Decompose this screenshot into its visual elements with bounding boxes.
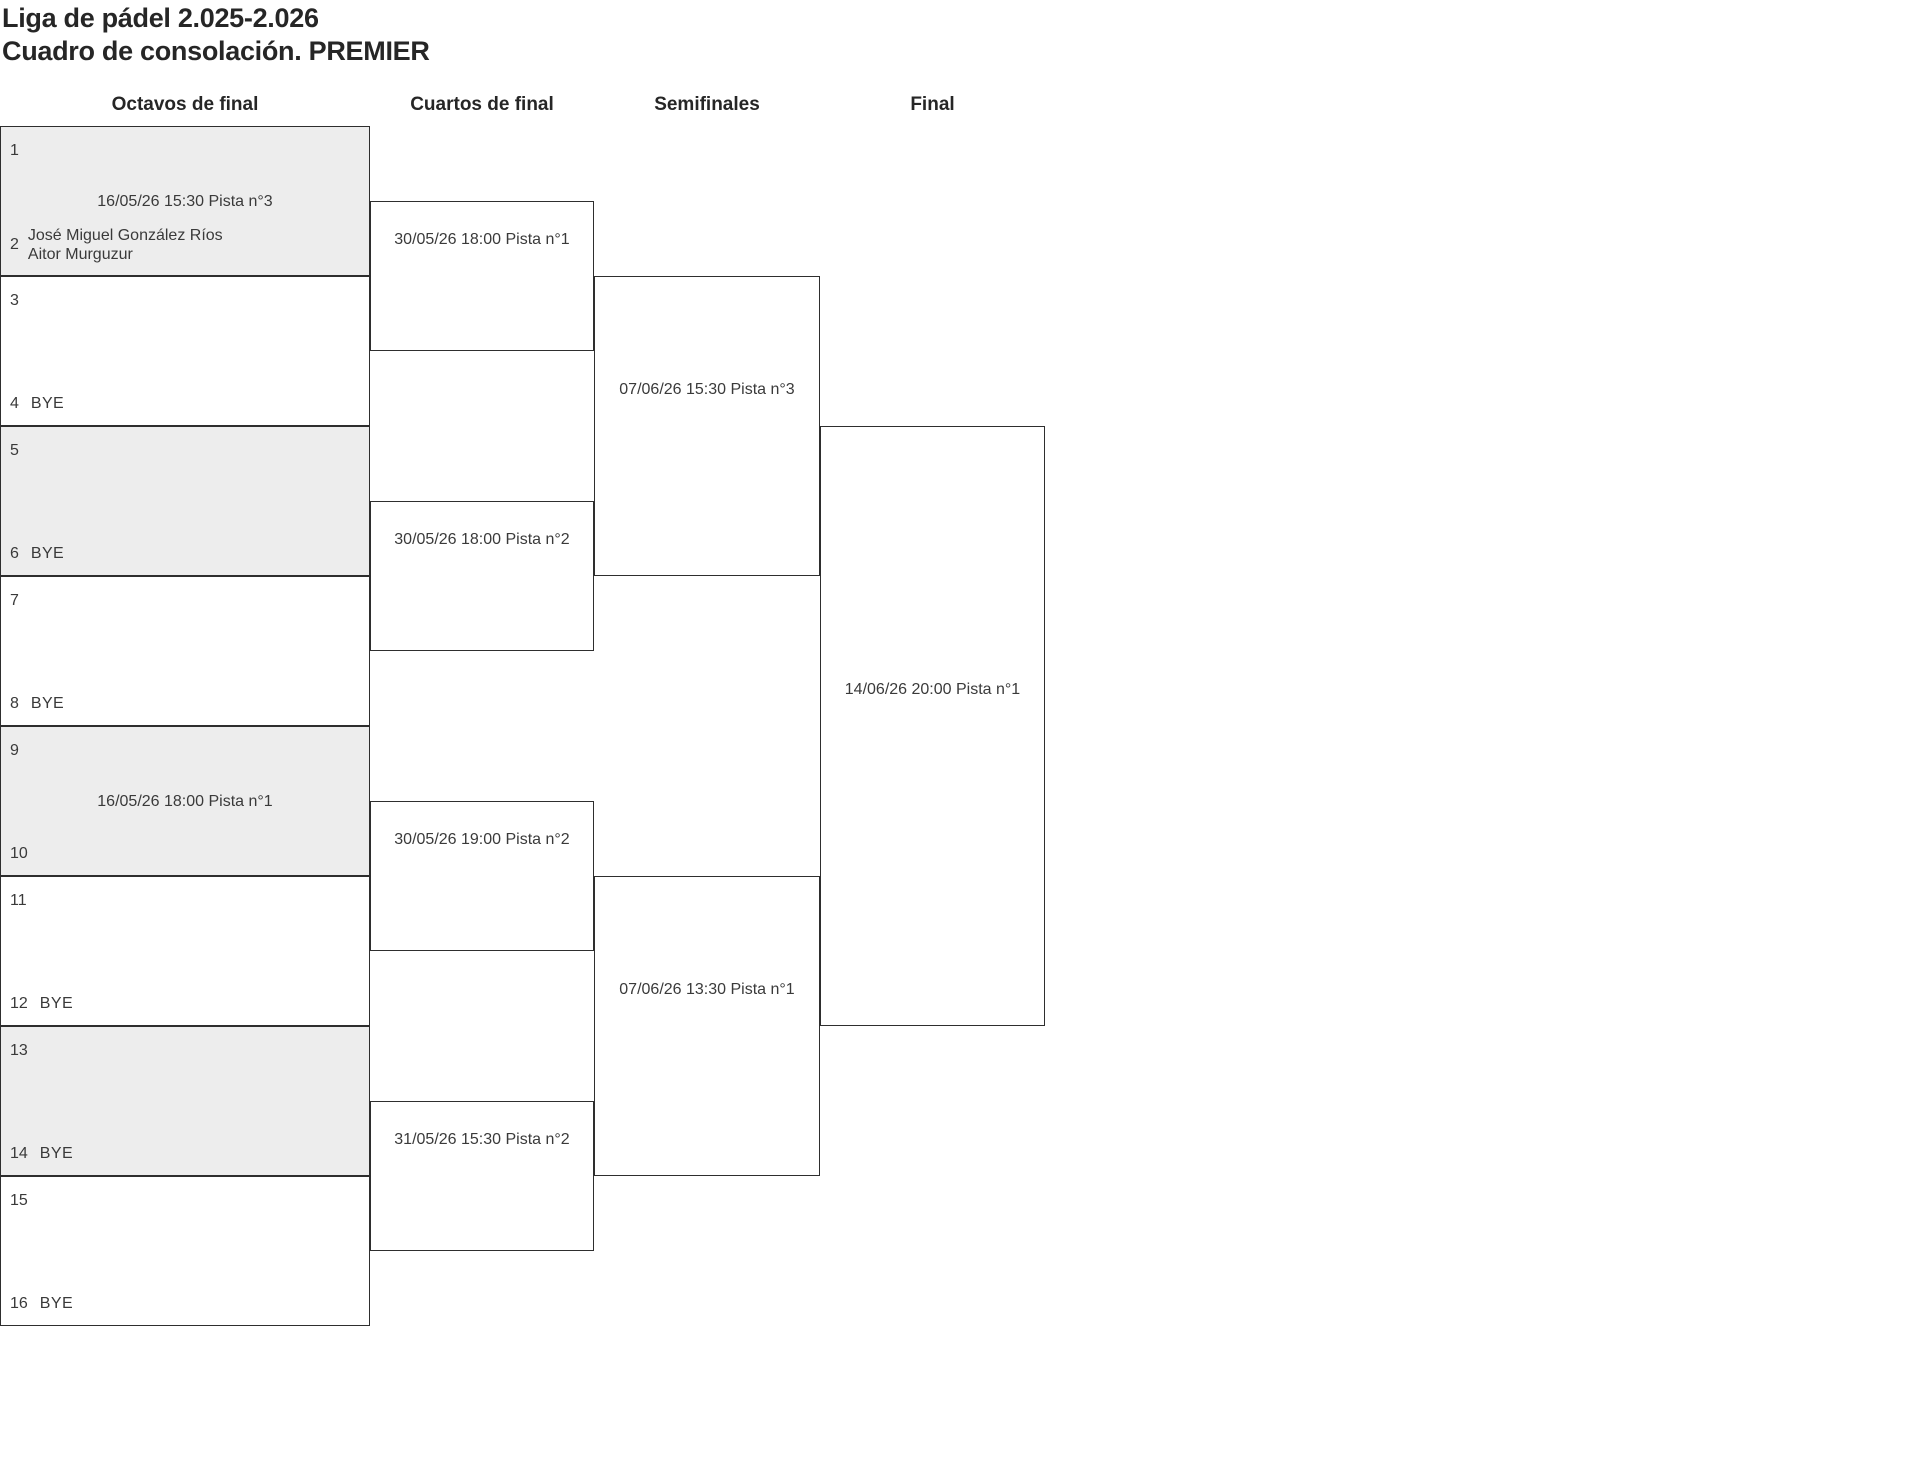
seed-number: 15: [10, 1192, 28, 1209]
column-header-semifinals: Semifinales: [654, 94, 760, 115]
match-box-r16-6: 11 12 BYE: [0, 876, 370, 1026]
match-box-final: 14/06/26 20:00 Pista n°1: [820, 426, 1045, 1026]
bye-label: BYE: [30, 695, 65, 712]
match-box-r16-1: 1 16/05/26 15:30 Pista n°3 2 José Miguel…: [0, 126, 370, 276]
match-date: 07/06/26 15:30 Pista n°3: [619, 381, 795, 398]
seed-number: 5: [10, 442, 19, 459]
player-name: José Miguel González Ríos: [27, 227, 223, 244]
seed-number: 9: [10, 742, 19, 759]
seed-number: 3: [10, 292, 19, 309]
match-date: 31/05/26 15:30 Pista n°2: [394, 1131, 570, 1148]
match-box-r16-7: 13 14 BYE: [0, 1026, 370, 1176]
bye-label: BYE: [39, 1295, 74, 1312]
page-subtitle: Cuadro de consolación. PREMIER: [2, 36, 430, 66]
match-box-sf-2: 07/06/26 13:30 Pista n°1: [594, 876, 820, 1176]
seed-number: 8: [10, 695, 19, 712]
seed-number: 13: [10, 1042, 28, 1059]
match-box-qf-2: 30/05/26 18:00 Pista n°2: [370, 501, 594, 651]
match-box-qf-1: 30/05/26 18:00 Pista n°1: [370, 201, 594, 351]
match-box-r16-5: 9 16/05/26 18:00 Pista n°1 10: [0, 726, 370, 876]
match-box-qf-3: 30/05/26 19:00 Pista n°2: [370, 801, 594, 951]
bye-label: BYE: [39, 995, 74, 1012]
bye-label: BYE: [39, 1145, 74, 1162]
seed-number: 11: [10, 892, 27, 909]
match-box-sf-1: 07/06/26 15:30 Pista n°3: [594, 276, 820, 576]
seed-number: 16: [10, 1295, 28, 1312]
column-header-round16: Octavos de final: [111, 94, 259, 115]
seed-number: 14: [10, 1145, 28, 1162]
match-date: 30/05/26 19:00 Pista n°2: [394, 831, 570, 848]
match-date: 30/05/26 18:00 Pista n°2: [394, 531, 570, 548]
player-name: Aitor Murguzur: [27, 246, 133, 263]
match-box-qf-4: 31/05/26 15:30 Pista n°2: [370, 1101, 594, 1251]
seed-number: 7: [10, 592, 19, 609]
match-date: 16/05/26 18:00 Pista n°1: [97, 793, 273, 810]
seed-number: 2: [10, 236, 19, 253]
column-header-quarterfinals: Cuartos de final: [410, 94, 554, 115]
player-names: José Miguel González Ríos Aitor Murguzur: [28, 226, 223, 264]
match-date: 07/06/26 13:30 Pista n°1: [619, 981, 795, 998]
bye-label: BYE: [30, 545, 65, 562]
match-box-r16-8: 15 16 BYE: [0, 1176, 370, 1326]
seed-number: 1: [10, 142, 19, 159]
page-title: Liga de pádel 2.025-2.026: [2, 3, 319, 33]
column-header-final: Final: [910, 94, 955, 115]
match-box-r16-4: 7 8 BYE: [0, 576, 370, 726]
match-date: 14/06/26 20:00 Pista n°1: [844, 681, 1021, 698]
match-box-r16-3: 5 6 BYE: [0, 426, 370, 576]
match-box-r16-2: 3 4 BYE: [0, 276, 370, 426]
seed-number: 12: [10, 995, 28, 1012]
match-date: 30/05/26 18:00 Pista n°1: [394, 231, 570, 248]
seed-number: 6: [10, 545, 19, 562]
seed-number: 10: [10, 845, 28, 862]
bye-label: BYE: [30, 395, 65, 412]
seed-number: 4: [10, 395, 19, 412]
match-date: 16/05/26 15:30 Pista n°3: [97, 193, 273, 210]
